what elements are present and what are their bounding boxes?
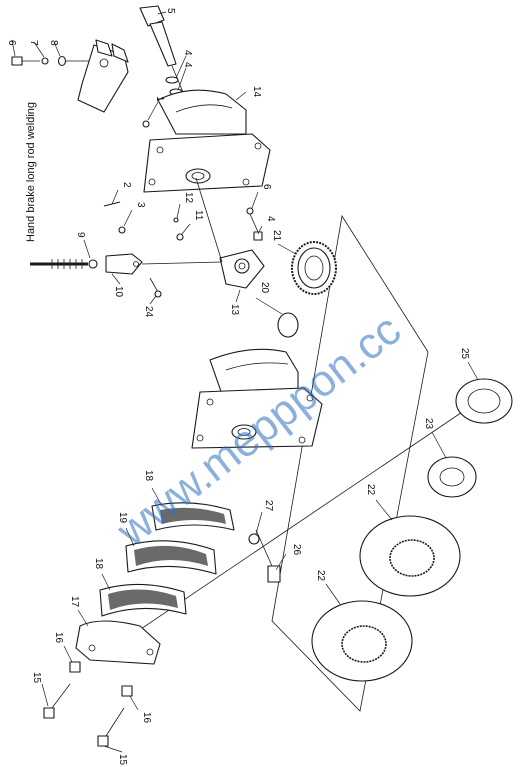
caliper-bracket-17 [75,620,161,665]
part-label-4-c: 4 [265,216,276,222]
nut-16-lower [121,685,133,697]
lower-housing-plate [191,348,323,449]
part-label-4-a: 4 [182,50,193,56]
pin-1 [142,120,150,128]
pin-11 [176,233,184,241]
part-label-17: 17 [69,596,80,608]
watermark-text: www.mepppon.cc [107,305,410,557]
part-label-4-b: 4 [182,62,193,68]
washer-8 [57,55,67,67]
part-label-3: 3 [135,202,146,208]
part-label-6-right: 6 [261,184,272,190]
part-label-16-lower: 16 [141,712,152,724]
part-label-18-upper: 18 [143,470,154,482]
o-ring-4a [165,76,179,84]
bolt-6-right [246,207,263,241]
washer-25 [455,378,513,424]
washer-3 [118,226,126,234]
friction-disc-22-lower [311,600,413,682]
pin-12 [173,217,179,223]
friction-pad-18-upper [151,502,235,531]
part-label-27: 27 [263,500,274,512]
leader-lines [11,11,479,753]
snap-ring-20 [277,312,299,338]
part-label-26: 26 [291,544,302,556]
bolt-15-lower [97,707,125,747]
part-label-21: 21 [271,230,282,242]
washer-7 [41,57,49,65]
part-label-18-lower: 18 [93,558,104,570]
part-label-20: 20 [259,282,270,294]
part-label-5: 5 [165,8,176,14]
part-label-14: 14 [251,86,262,98]
bolt-15-upper [43,683,71,719]
part-label-8: 8 [48,40,59,46]
part-label-15-upper: 15 [31,672,42,684]
part-label-19: 19 [117,512,128,524]
clevis-10 [105,253,143,275]
part-label-15-lower: 15 [117,754,128,766]
part-label-6-top: 6 [6,40,17,46]
part-label-10: 10 [113,286,124,298]
clevis-pin-24 [149,277,162,298]
assembly-frame [271,214,429,712]
friction-pad-18-lower [99,583,187,617]
part-label-23: 23 [423,418,434,430]
friction-disc-22-upper [359,515,461,597]
part-label-1: 1 [154,96,165,102]
part-label-9: 9 [75,232,86,238]
shaft-5 [139,5,189,105]
rod-thread [51,259,83,269]
part-label-22-upper: 22 [365,484,376,496]
part-label-22-lower: 22 [315,570,326,582]
part-label-7: 7 [28,40,39,46]
part-label-2: 2 [121,182,132,188]
center-axis-line [94,399,481,661]
spline-gear-21 [291,241,337,295]
nut-16-upper [69,661,81,673]
brake-lever-13 [195,177,265,289]
bolt-6-top [11,56,40,66]
washer-27 [248,533,260,545]
part-label-13: 13 [229,304,240,316]
part-label-25: 25 [459,348,470,360]
part-label-16-upper: 16 [53,632,64,644]
washer-23 [427,456,477,498]
friction-pad-19 [125,540,217,575]
part-label-24: 24 [143,306,154,318]
part-label-12: 12 [183,192,194,204]
mounting-bracket [77,39,129,113]
upper-housing-plate-14 [143,89,271,193]
part-label-11: 11 [193,210,204,221]
hand-brake-note: Hand brake long rod welding [25,102,37,242]
nut-9 [88,259,98,269]
